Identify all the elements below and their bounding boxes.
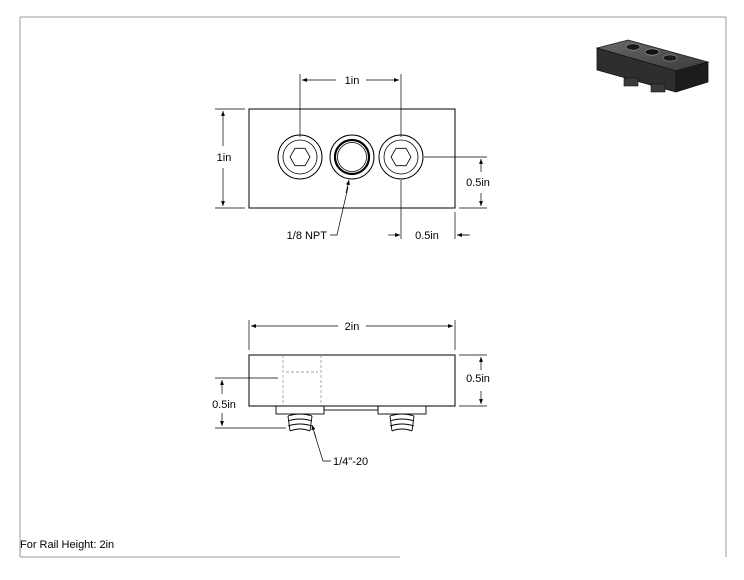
npt-leader bbox=[330, 179, 350, 236]
dim-block-height-label: 0.5in bbox=[466, 373, 490, 385]
right-bolt-hole bbox=[378, 134, 424, 180]
dim-stud-height bbox=[215, 377, 286, 429]
thread-leader bbox=[311, 424, 331, 462]
thread-callout: 1/4"-20 bbox=[333, 456, 368, 468]
right-stud bbox=[389, 413, 415, 432]
dim-overall-width-label: 2in bbox=[345, 321, 360, 333]
npt-callout: 1/8 NPT bbox=[287, 230, 328, 242]
dim-hole-spacing-label: 1in bbox=[345, 75, 360, 87]
dim-top-height bbox=[215, 108, 245, 209]
left-bolt-hole bbox=[277, 134, 323, 180]
dim-stud-height-label: 0.5in bbox=[212, 399, 236, 411]
left-stud bbox=[287, 413, 313, 432]
front-view: 2in 0.5in 0.5in 1/4"-20 bbox=[212, 320, 490, 468]
dim-overall-width bbox=[248, 320, 456, 350]
dim-hole-to-bottom bbox=[424, 156, 487, 209]
dim-top-height-label: 1in bbox=[217, 152, 232, 164]
top-view: 1in 1in 0.5in 0.5in bbox=[215, 74, 490, 242]
dim-hole-spacing bbox=[299, 74, 402, 137]
dim-hole-to-right-label: 0.5in bbox=[415, 230, 439, 242]
dim-block-height bbox=[459, 354, 487, 407]
rail-height-note: For Rail Height: 2in bbox=[20, 539, 115, 551]
dim-hole-to-right bbox=[388, 180, 470, 239]
sheet-border bbox=[19, 16, 727, 558]
iso-view-thumbnail bbox=[595, 39, 710, 93]
feet bbox=[275, 405, 427, 415]
dim-hole-to-bottom-label: 0.5in bbox=[466, 177, 490, 189]
npt-port bbox=[329, 134, 375, 180]
hidden-bore bbox=[282, 355, 322, 406]
